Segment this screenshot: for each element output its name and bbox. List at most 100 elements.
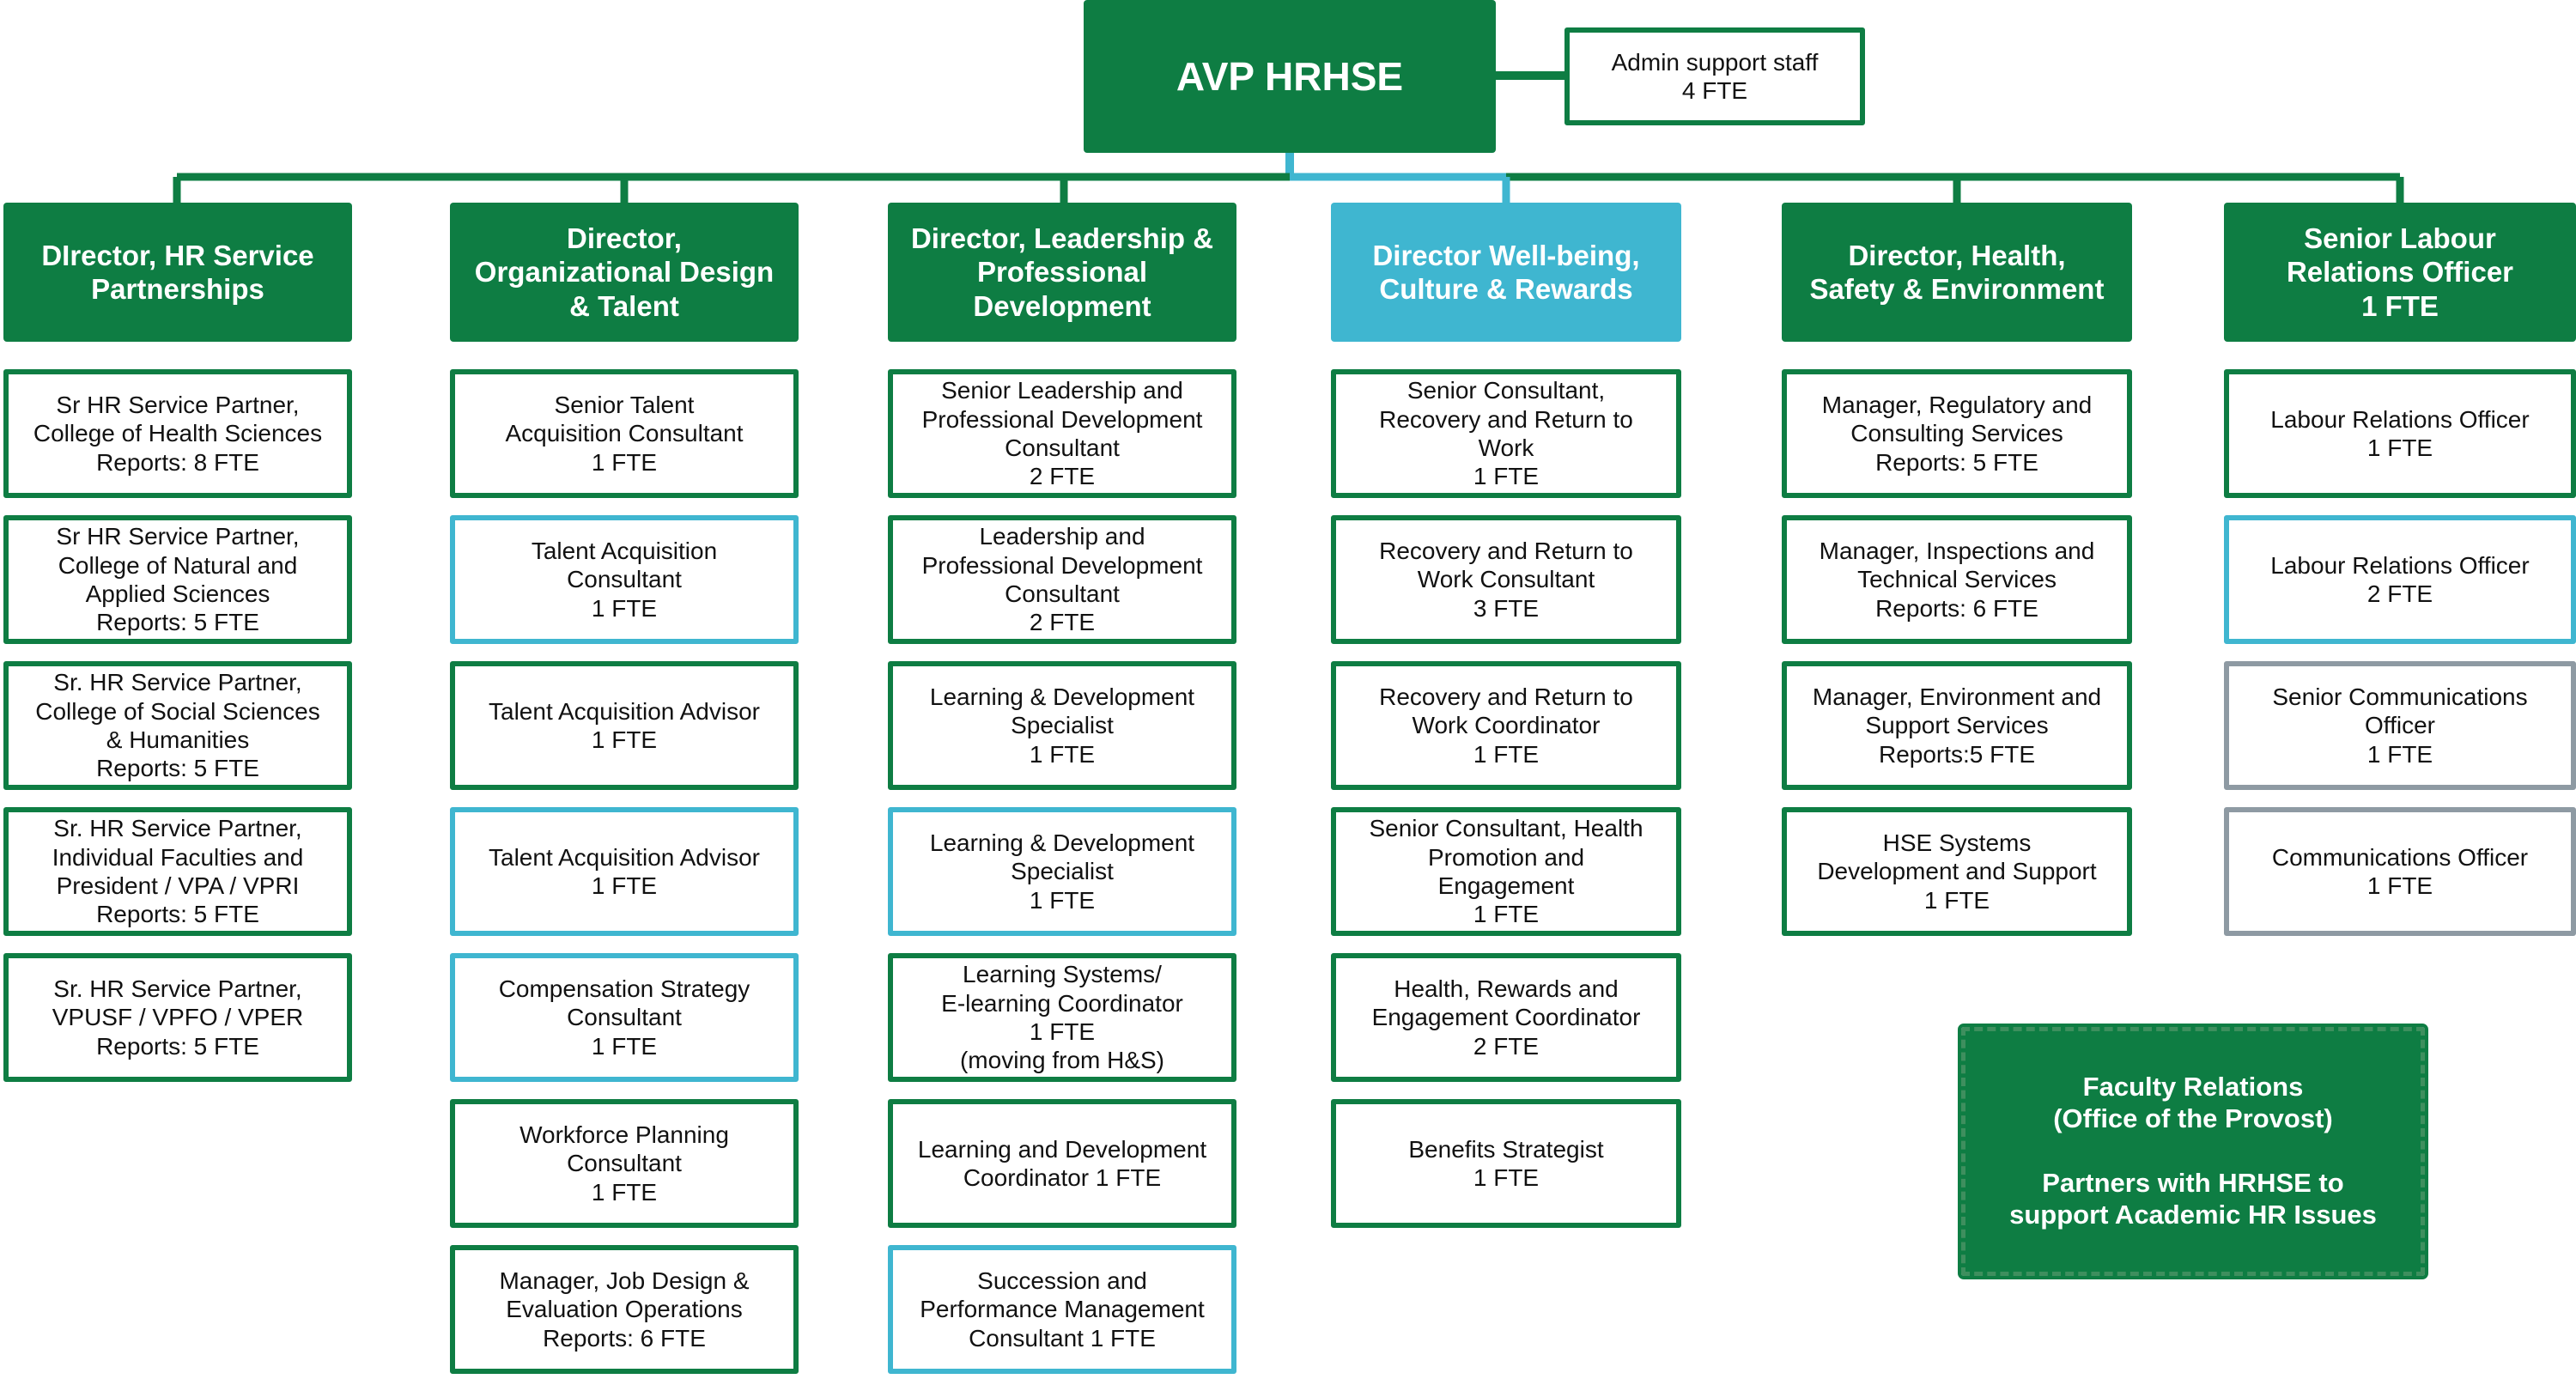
- header-line: Director, Health,: [1848, 239, 2066, 271]
- position-line: 2 FTE: [1029, 463, 1096, 490]
- position-line: Manager, Job Design &: [499, 1267, 750, 1295]
- header-line: Development: [973, 289, 1151, 322]
- position-line: Professional Development: [921, 551, 1203, 579]
- position-box: Senior Consultant,Recovery and Return to…: [1331, 369, 1681, 498]
- position-line: Specialist: [1011, 858, 1114, 885]
- faculty-relations-box: Faculty Relations (Office of the Provost…: [1958, 1024, 2428, 1279]
- position-line: Technical Services: [1857, 566, 2057, 593]
- position-line: Labour Relations Officer: [2270, 551, 2530, 579]
- position-line: Reports: 5 FTE: [1875, 448, 2038, 476]
- position-line: Evaluation Operations: [506, 1296, 743, 1323]
- position-line: Reports: 5 FTE: [96, 901, 259, 928]
- position-line: Talent Acquisition Advisor: [489, 697, 760, 725]
- header-line: Director Well-being,: [1372, 239, 1640, 271]
- faculty-line: support Academic HR Issues: [2009, 1199, 2377, 1230]
- position-line: Sr HR Service Partner,: [56, 392, 300, 419]
- header-line: Safety & Environment: [1809, 273, 2105, 305]
- position-line: Talent Acquisition Advisor: [489, 843, 760, 871]
- position-line: Recovery and Return to: [1379, 405, 1633, 433]
- position-line: Applied Sciences: [85, 580, 270, 607]
- position-line: Manager, Environment and: [1812, 683, 2102, 711]
- position-line: Manager, Inspections and: [1819, 538, 2095, 565]
- position-line: Specialist: [1011, 712, 1114, 739]
- header-line: Professional: [976, 256, 1148, 289]
- header-line: Relations Officer: [2286, 256, 2514, 289]
- position-line: Consultant: [567, 566, 682, 593]
- position-line: 1 FTE: [2366, 740, 2433, 768]
- position-line: Consulting Services: [1850, 420, 2063, 447]
- admin-support-box: Admin support staff 4 FTE: [1564, 27, 1865, 125]
- position-line: 1 FTE: [591, 448, 658, 476]
- position-line: Sr. HR Service Partner,: [53, 815, 302, 842]
- faculty-line: Faculty Relations: [2082, 1072, 2304, 1103]
- position-line: Senior Communications: [2272, 683, 2528, 711]
- admin-line: Admin support staff: [1611, 48, 1819, 76]
- faculty-line: Partners with HRHSE to: [2042, 1168, 2344, 1198]
- position-line: 2 FTE: [2366, 580, 2433, 607]
- position-box: Sr HR Service Partner,College of Health …: [3, 369, 352, 498]
- position-line: Engagement: [1437, 872, 1575, 899]
- position-line: Sr HR Service Partner,: [56, 523, 300, 550]
- admin-line: 4 FTE: [1681, 77, 1748, 104]
- position-box: Sr. HR Service Partner,VPUSF / VPFO / VP…: [3, 953, 352, 1082]
- position-line: Recovery and Return to: [1379, 683, 1633, 711]
- position-line: Development and Support: [1817, 858, 2097, 885]
- position-line: Work: [1478, 434, 1534, 461]
- faculty-line: (Office of the Provost): [2053, 1103, 2333, 1134]
- position-line: Learning Systems/: [963, 961, 1162, 988]
- position-box: Sr. HR Service Partner,College of Social…: [3, 661, 352, 790]
- position-box: Sr. HR Service Partner,Individual Facult…: [3, 807, 352, 936]
- position-line: Senior Leadership and: [941, 377, 1183, 404]
- position-box: Sr HR Service Partner,College of Natural…: [3, 515, 352, 644]
- position-line: 1 FTE: [1029, 740, 1096, 768]
- position-line: Work Consultant: [1417, 566, 1595, 593]
- position-line: Support Services: [1865, 712, 2049, 739]
- position-line: Consultant: [1005, 580, 1120, 607]
- position-line: Work Coordinator: [1412, 712, 1601, 739]
- position-line: 1 FTE: [2366, 872, 2433, 899]
- position-line: 1 FTE: [1473, 1164, 1540, 1191]
- position-line: Talent Acquisition: [531, 538, 718, 565]
- header-line: DIrector, HR Service: [41, 239, 314, 271]
- director-header-5: Director, Health,Safety & Environment: [1782, 203, 2132, 342]
- position-line: Reports: 8 FTE: [96, 448, 259, 476]
- position-line: Consultant: [567, 1150, 682, 1177]
- position-line: College of Health Sciences: [33, 420, 323, 447]
- position-line: 2 FTE: [1029, 609, 1096, 636]
- position-line: 1 FTE: [1029, 886, 1096, 914]
- position-line: President / VPA / VPRI: [56, 872, 300, 899]
- position-box: Manager, Job Design &Evaluation Operatio…: [450, 1245, 799, 1374]
- director-header-2: Director,Organizational Design& Talent: [450, 203, 799, 342]
- position-line: Reports: 5 FTE: [96, 755, 259, 782]
- position-line: 1 FTE: [1029, 1018, 1096, 1045]
- position-line: Succession and: [977, 1267, 1147, 1295]
- position-line: Performance Management: [920, 1296, 1205, 1323]
- position-line: VPUSF / VPFO / VPER: [52, 1004, 304, 1031]
- position-line: Recovery and Return to: [1379, 538, 1633, 565]
- position-line: Individual Faculties and: [52, 843, 304, 871]
- avp-hrhse-box: AVP HRHSE: [1084, 0, 1496, 153]
- position-line: E-learning Coordinator: [941, 989, 1183, 1017]
- position-line: 2 FTE: [1473, 1032, 1540, 1060]
- position-line: 1 FTE: [1473, 901, 1540, 928]
- header-line: Organizational Design: [474, 256, 775, 289]
